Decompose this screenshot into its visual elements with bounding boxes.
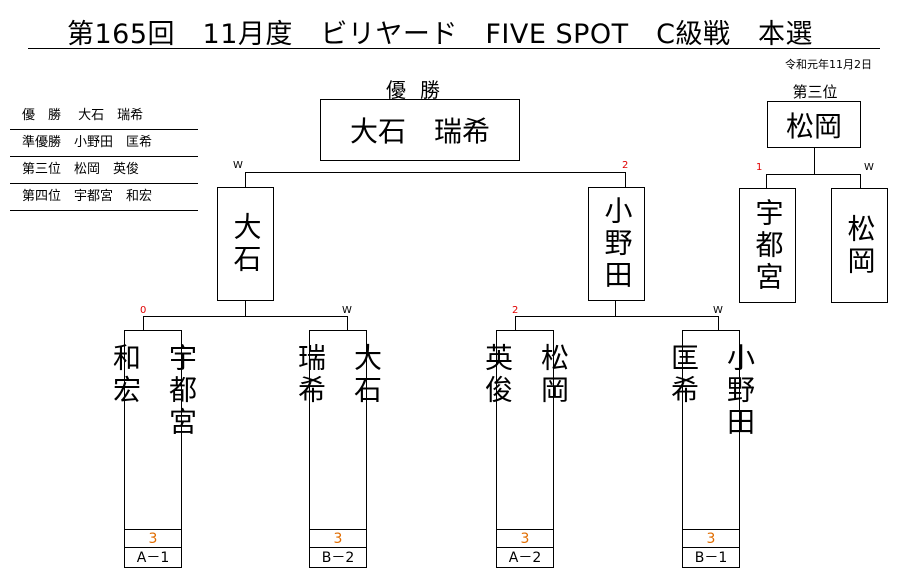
bracket-line [245,172,625,173]
player-name: 宇都宮 和宏 [109,343,198,439]
semifinal-mark-left: W [233,160,243,171]
third-place-name: 松岡 [785,109,842,143]
player-mark: 0 [140,305,147,316]
champion-heading: 優勝 [386,78,454,102]
bracket-line [766,174,767,188]
player-name: 松岡 英俊 [481,343,570,407]
bracket-line [625,172,626,187]
bracket-line [814,148,815,174]
semifinal-name: 大石 [229,212,263,276]
player-name: 大石 瑞希 [294,343,383,407]
player-mark: W [342,305,352,316]
semifinal-box-left: 大石 [217,187,274,301]
player-group: B－1 [683,547,739,569]
player-score: 3 [683,529,739,548]
third-match-box-left: 宇都宮 [739,188,796,303]
player-card: 松岡 英俊 3 A－2 [481,330,570,569]
third-match-mark-left: 1 [756,162,763,173]
bracket-line [615,301,616,316]
result-third: 第三位 松岡 英俊 [10,157,198,184]
semifinal-box-right: 小野田 [588,187,645,301]
player-mark: W [713,305,723,316]
bracket-line [860,174,861,188]
player-card: 大石 瑞希 3 B－2 [294,330,383,569]
bracket-line [245,301,246,316]
champion-name: 大石 瑞希 [349,115,490,148]
third-match-name: 松岡 [843,213,877,278]
bracket-line [515,316,718,317]
bracket-line [515,316,516,330]
semifinal-name: 小野田 [600,196,634,292]
page-title: 第165回 11月度 ビリヤード FIVE SPOT C級戦 本選 [66,19,813,50]
player-card: 宇都宮 和宏 3 A－1 [109,330,198,569]
event-date: 令和元年11月2日 [785,58,872,71]
player-name: 小野田 匡希 [667,343,756,439]
player-score: 3 [125,529,181,548]
third-match-box-right: 松岡 [831,188,888,303]
player-group: B－2 [310,547,366,569]
champion-box: 大石 瑞希 [320,99,520,161]
third-match-name: 宇都宮 [751,197,785,294]
bracket-line [143,316,347,317]
result-second: 準優勝 小野田 匡希 [10,130,198,157]
third-match-mark-right: W [864,162,874,173]
third-place-heading: 第三位 [792,83,838,101]
player-group: A－1 [125,547,181,569]
title-underline [28,48,880,49]
bracket-line [718,316,719,330]
player-score: 3 [497,529,553,548]
result-fourth: 第四位 宇都宮 和宏 [10,184,198,211]
bracket-line [766,174,860,175]
player-score: 3 [310,529,366,548]
player-group: A－2 [497,547,553,569]
bracket-line [347,316,348,330]
semifinal-mark-right: 2 [622,160,629,171]
result-first: 優 勝 大石 瑞希 [10,103,198,130]
third-place-box: 松岡 [767,101,861,148]
bracket-line [143,316,144,330]
results-summary: 優 勝 大石 瑞希 準優勝 小野田 匡希 第三位 松岡 英俊 第四位 宇都宮 和… [10,103,198,211]
player-card: 小野田 匡希 3 B－1 [667,330,756,569]
bracket-line [245,172,246,187]
player-mark: 2 [512,305,519,316]
